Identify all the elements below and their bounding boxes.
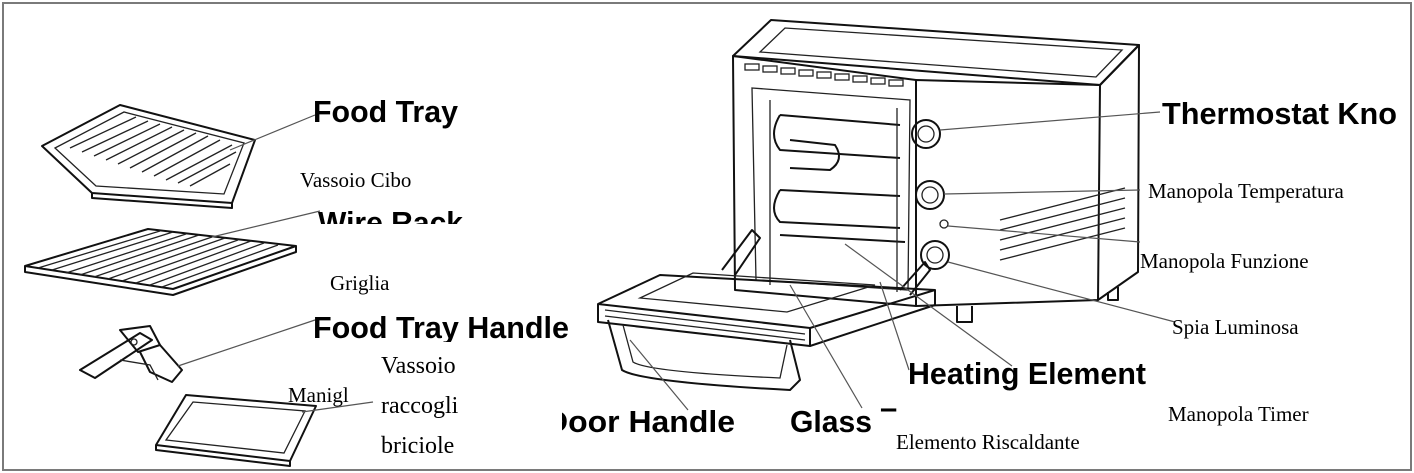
label-manopola-funzione: Manopola Funzione <box>1140 249 1309 273</box>
leader-spia <box>947 261 1176 323</box>
wire-rack-drawing <box>24 228 297 296</box>
label-heating-element: Heating Element <box>908 356 1146 391</box>
leader-heating-element <box>844 243 1013 367</box>
label-manigl: Manigl <box>288 383 349 407</box>
label-wire-rack: Wire Rack <box>318 205 464 240</box>
leader-glass <box>789 284 863 409</box>
leader-food-tray-handle <box>177 319 316 367</box>
crumb-tray-drawing <box>155 394 317 467</box>
leader-thermostat <box>939 111 1161 131</box>
label-raccogli: raccogli <box>381 393 459 419</box>
label-manopola-temperatura: Manopola Temperatura <box>1148 179 1344 203</box>
label-door-handle: Door Handle <box>545 404 735 439</box>
food-tray-drawing <box>41 104 256 209</box>
leader-lines <box>177 111 1176 413</box>
label-glass-trail: – <box>880 390 897 425</box>
label-briciole: briciole <box>381 433 454 459</box>
leader-wire-rack <box>211 210 321 238</box>
label-thermostat-knob: Thermostat Kno <box>1162 96 1397 131</box>
label-vassoio: Vassoio <box>381 353 456 379</box>
leader-door-handle <box>629 339 689 411</box>
label-griglia: Griglia <box>330 271 390 295</box>
label-manopola-timer: Manopola Timer <box>1168 402 1309 426</box>
food-tray-handle-drawing <box>79 325 183 383</box>
label-elemento-riscaldante: Elemento Riscaldante <box>896 430 1080 454</box>
oven-drawing <box>597 19 1140 391</box>
label-vassoio-cibo: Vassoio Cibo <box>300 168 411 192</box>
label-food-tray-handle: Food Tray Handle <box>313 310 569 345</box>
label-glass: Glass <box>790 404 872 439</box>
leader-funzione <box>947 225 1141 243</box>
label-food-tray: Food Tray <box>313 94 459 129</box>
label-spia-luminosa: Spia Luminosa <box>1172 315 1299 339</box>
leader-elemento-riscaldante <box>879 281 910 371</box>
leader-crumb-tray <box>301 401 374 413</box>
leader-food-tray <box>229 114 316 151</box>
leader-temperatura <box>943 189 1141 195</box>
